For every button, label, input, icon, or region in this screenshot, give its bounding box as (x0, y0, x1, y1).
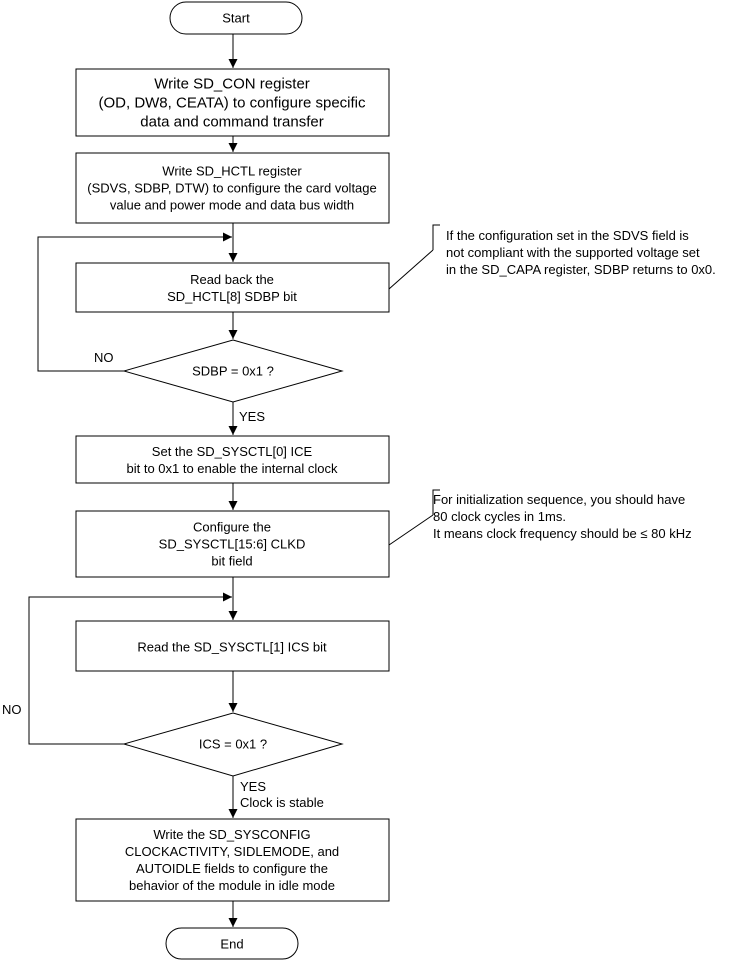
set-ice-step: Set the SD_SYSCTL[0] ICE bit to 0x1 to en… (75, 435, 390, 484)
write-sd-con-step: Write SD_CON register (OD, DW8, CEATA) to… (75, 68, 390, 137)
clock-note-line: 80 clock cycles in 1ms. (433, 509, 566, 524)
sdvs-note-line: If the configuration set in the SDVS fie… (446, 228, 689, 243)
clock-note-leader (388, 514, 434, 546)
start-label-line: Start (222, 11, 250, 26)
write-sysconfig-label-line: Write the SD_SYSCONFIG (153, 827, 310, 842)
write-sd-hctl-label-line: Write SD_HCTL register (162, 164, 302, 179)
clock-note-line: It means clock frequency should be ≤ 80 … (433, 526, 692, 541)
write-sysconfig-label: Write the SD_SYSCONFIG CLOCKACTIVITY, SID… (125, 827, 339, 893)
ics-yes-label-line: Clock is stable (240, 795, 324, 810)
write-sd-con-label-line: data and command transfer (140, 113, 323, 130)
set-ice-label-line: Set the SD_SYSCTL[0] ICE (152, 444, 313, 459)
write-sd-hctl-label-line: (SDVS, SDBP, DTW) to configure the card … (87, 181, 377, 196)
clock-note: For initialization sequence, you should … (433, 492, 692, 541)
sdbp-decision: SDBP = 0x1 ? (122, 339, 344, 403)
ics-yes-label-line: YES (240, 779, 266, 794)
sdbp-decision-label: SDBP = 0x1 ? (192, 364, 274, 379)
sdvs-note-line: not compliant with the supported voltage… (446, 245, 700, 260)
sdvs-note: If the configuration set in the SDVS fie… (446, 228, 716, 277)
set-ice-label-line: bit to 0x1 to enable the internal clock (126, 461, 338, 476)
sdvs-note-leader (388, 249, 434, 290)
ics-decision: ICS = 0x1 ? (122, 712, 344, 777)
write-sd-hctl-step: Write SD_HCTL register (SDVS, SDBP, DTW) … (75, 152, 390, 224)
sdbp-decision-label-line: SDBP = 0x1 ? (192, 364, 274, 379)
write-sysconfig-label-line: AUTOIDLE fields to configure the (136, 861, 328, 876)
end-label-line: End (220, 937, 243, 952)
read-sdbp-label-line: SD_HCTL[8] SDBP bit (167, 289, 297, 304)
ics-no-loop (28, 592, 232, 745)
sdbp-no-label: NO (94, 350, 114, 365)
write-sd-hctl-label-line: value and power mode and data bus width (110, 198, 354, 213)
ics-no-label: NO (2, 702, 22, 717)
read-ics-label: Read the SD_SYSCTL[1] ICS bit (137, 640, 327, 655)
sdbp-yes-label: YES (239, 409, 265, 424)
write-sd-hctl-label: Write SD_HCTL register (SDVS, SDBP, DTW) … (87, 164, 377, 213)
write-sd-con-label-line: Write SD_CON register (154, 75, 310, 92)
configure-clkd-label-line: SD_SYSCTL[15:6] CLKD (159, 537, 306, 552)
write-sysconfig-label-line: CLOCKACTIVITY, SIDLEMODE, and (125, 844, 339, 859)
start-terminator: Start (169, 1, 303, 35)
configure-clkd-label-line: Configure the (193, 520, 271, 535)
start-label: Start (222, 11, 250, 26)
write-sd-con-label: Write SD_CON register (OD, DW8, CEATA) to… (98, 75, 366, 130)
write-sd-con-label-line: (OD, DW8, CEATA) to configure specific (98, 94, 366, 111)
read-ics-step: Read the SD_SYSCTL[1] ICS bit (75, 620, 390, 672)
sdvs-note-bracket (432, 224, 440, 250)
end-label: End (220, 937, 243, 952)
clock-note-line: For initialization sequence, you should … (433, 492, 685, 507)
clock-note-bracket (432, 489, 440, 515)
configure-clkd-label-line: bit field (211, 554, 252, 569)
end-terminator: End (165, 927, 299, 960)
sdbp-no-loop (37, 232, 232, 372)
ics-decision-label: ICS = 0x1 ? (199, 737, 267, 752)
sdvs-note-line: in the SD_CAPA register, SDBP returns to… (446, 262, 716, 277)
write-sysconfig-step: Write the SD_SYSCONFIG CLOCKACTIVITY, SID… (75, 818, 390, 902)
write-sysconfig-label-line: behavior of the module in idle mode (129, 878, 335, 893)
read-sdbp-label-line: Read back the (190, 272, 274, 287)
ics-decision-label-line: ICS = 0x1 ? (199, 737, 267, 752)
set-ice-label: Set the SD_SYSCTL[0] ICE bit to 0x1 to en… (126, 444, 338, 476)
read-ics-label-line: Read the SD_SYSCTL[1] ICS bit (137, 640, 327, 655)
